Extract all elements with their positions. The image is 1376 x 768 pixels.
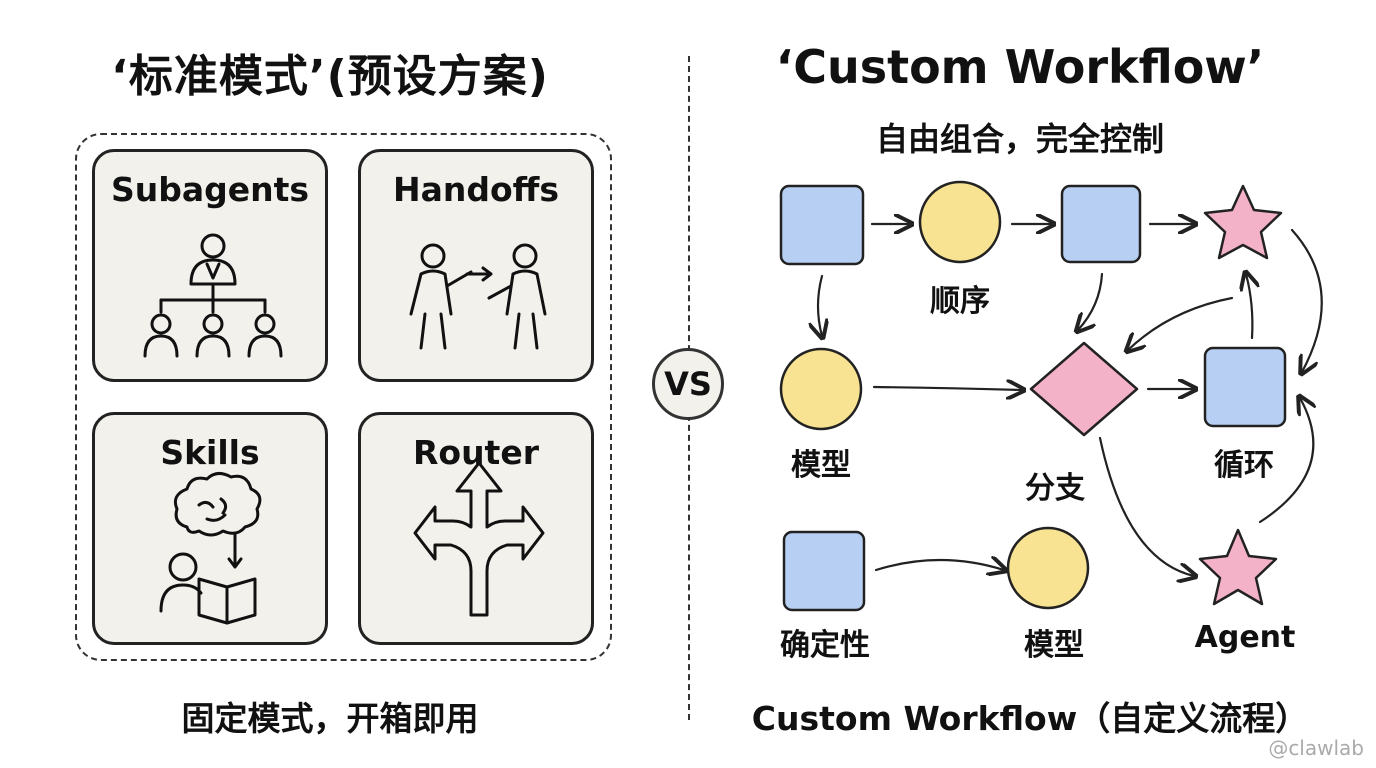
arrow xyxy=(1078,272,1104,330)
card-handoffs: Handoffs xyxy=(358,149,594,382)
preset-group-box xyxy=(75,133,612,661)
card-subagents: Subagents xyxy=(92,149,328,382)
custom-workflow-subtitle: 自由组合，完全控制 xyxy=(875,120,1164,158)
custom-workflow-title: ‘Custom Workflow’ xyxy=(775,40,1265,94)
label-branch: 分支 xyxy=(1025,471,1085,506)
arrow xyxy=(874,560,1004,570)
brain-reader-icon xyxy=(159,472,262,625)
arrow xyxy=(872,387,1022,390)
star-node xyxy=(1203,184,1283,260)
label-deterministic: 确定性 xyxy=(780,628,870,663)
label-model: 模型 xyxy=(791,448,851,483)
card-label-subagents: Subagents xyxy=(110,170,310,209)
label-model-2: 模型 xyxy=(1024,628,1084,663)
arrow xyxy=(818,274,822,336)
star-node-agent xyxy=(1198,528,1278,606)
arrow xyxy=(1258,398,1313,524)
circle-node-model-2 xyxy=(1006,526,1090,610)
card-label-handoffs: Handoffs xyxy=(392,170,560,209)
vs-badge: VS xyxy=(652,348,724,420)
arrow xyxy=(1290,228,1323,372)
square-node xyxy=(779,184,865,266)
square-node-deterministic xyxy=(782,530,866,612)
circle-node-model xyxy=(779,347,863,431)
arrow xyxy=(1098,436,1194,576)
arrow xyxy=(1128,296,1234,350)
split-arrows-icon xyxy=(413,461,545,617)
hierarchy-icon xyxy=(143,233,283,358)
standard-mode-caption: 固定模式，开箱即用 xyxy=(181,699,479,738)
label-loop: 循环 xyxy=(1214,448,1274,483)
handoff-icon xyxy=(409,243,547,350)
card-label-skills: Skills xyxy=(160,433,260,472)
circle-node-sequence xyxy=(918,180,1002,264)
card-skills: Skills xyxy=(92,412,328,645)
arrow xyxy=(1246,274,1252,340)
square-node xyxy=(1060,184,1142,264)
custom-workflow-caption: Custom Workflow（自定义流程） xyxy=(751,699,1309,738)
diamond-node-branch xyxy=(1029,341,1139,437)
label-agent: Agent xyxy=(1194,620,1296,655)
square-node-loop xyxy=(1203,346,1287,428)
label-sequence: 顺序 xyxy=(930,284,990,319)
standard-mode-title: ‘标准模式’(预设方案) xyxy=(111,51,549,102)
card-router: Router xyxy=(358,412,594,645)
watermark: @clawlab xyxy=(1268,736,1364,760)
